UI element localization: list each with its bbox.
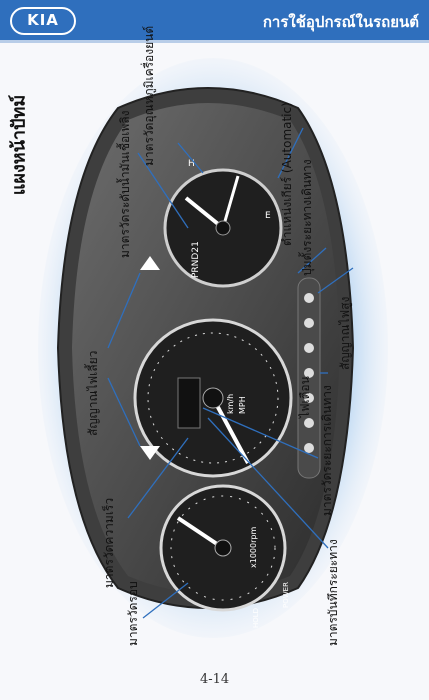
seatbelt-icon: [304, 443, 314, 453]
callout-trip-reset: ปุ่มตั้งระยะทางเดินทาง: [300, 159, 314, 276]
temp-fuel-gauge: H E PRND21: [163, 159, 283, 288]
kia-logo: KIA: [10, 7, 76, 35]
oil-icon: [304, 318, 314, 328]
callout-speedometer: มาตรวัดความเร็ว: [102, 497, 116, 588]
cluster-illustration: H E PRND21 km/h MPH: [38, 58, 388, 638]
speedometer-gauge: km/h MPH: [133, 318, 293, 478]
fuel-icon: [304, 343, 314, 353]
brake-icon: [304, 368, 314, 378]
instrument-panel-figure: H E PRND21 km/h MPH: [28, 26, 398, 648]
odometer-window: [177, 377, 201, 429]
callout-fuel-gauge: มาตรวัดระดับน้ำมันเชื้อเพลิง: [118, 110, 132, 258]
tach-unit-label: x1000rpm: [249, 527, 258, 568]
door-icon: [304, 418, 314, 428]
kmh-unit-label: km/h: [226, 394, 235, 414]
callout-temp-gauge: มาตรวัดอุณหภูมิเครื่องยนต์: [142, 25, 156, 166]
fuel-empty-label: E: [265, 211, 271, 221]
tachometer-gauge: x1000rpm: [159, 484, 287, 612]
callout-odometer: มาตรบันทึกระยะทาง: [326, 539, 340, 646]
header-divider: [0, 40, 429, 43]
temp-hot-label: H: [188, 159, 195, 169]
callout-tachometer: มาตรวัดรอบ: [126, 581, 140, 646]
mph-unit-label: MPH: [238, 396, 247, 414]
callout-warning-lights: ไฟเตือน: [298, 376, 312, 418]
page-number: 4-14: [200, 672, 230, 687]
warning-light-strip: [297, 277, 321, 479]
power-label: POWER: [282, 582, 290, 608]
turn-signal-left-icon: [140, 446, 160, 460]
header-band: KIA การใช้อุปกรณ์ในรถยนต์: [0, 0, 429, 40]
high-beam-icon: [304, 293, 314, 303]
callout-trip-meter: มาตรวัดระยะการเดินทาง: [320, 385, 334, 516]
callout-high-beam: สัญญาณไฟสูง: [338, 296, 352, 370]
callout-turn-signal: สัญญาณไฟเลี้ยว: [86, 350, 100, 436]
turn-signal-right-icon: [140, 256, 160, 270]
battery-icon: [304, 393, 314, 403]
callout-gear-position: ตำแหน่งเกียร์ (Automatic): [280, 102, 294, 246]
callout-lines: [107, 127, 354, 619]
gear-letters: PRND21: [191, 241, 201, 278]
hold-label: HOLD: [252, 608, 260, 628]
section-title: การใช้อุปกรณ์ในรถยนต์: [262, 13, 419, 31]
